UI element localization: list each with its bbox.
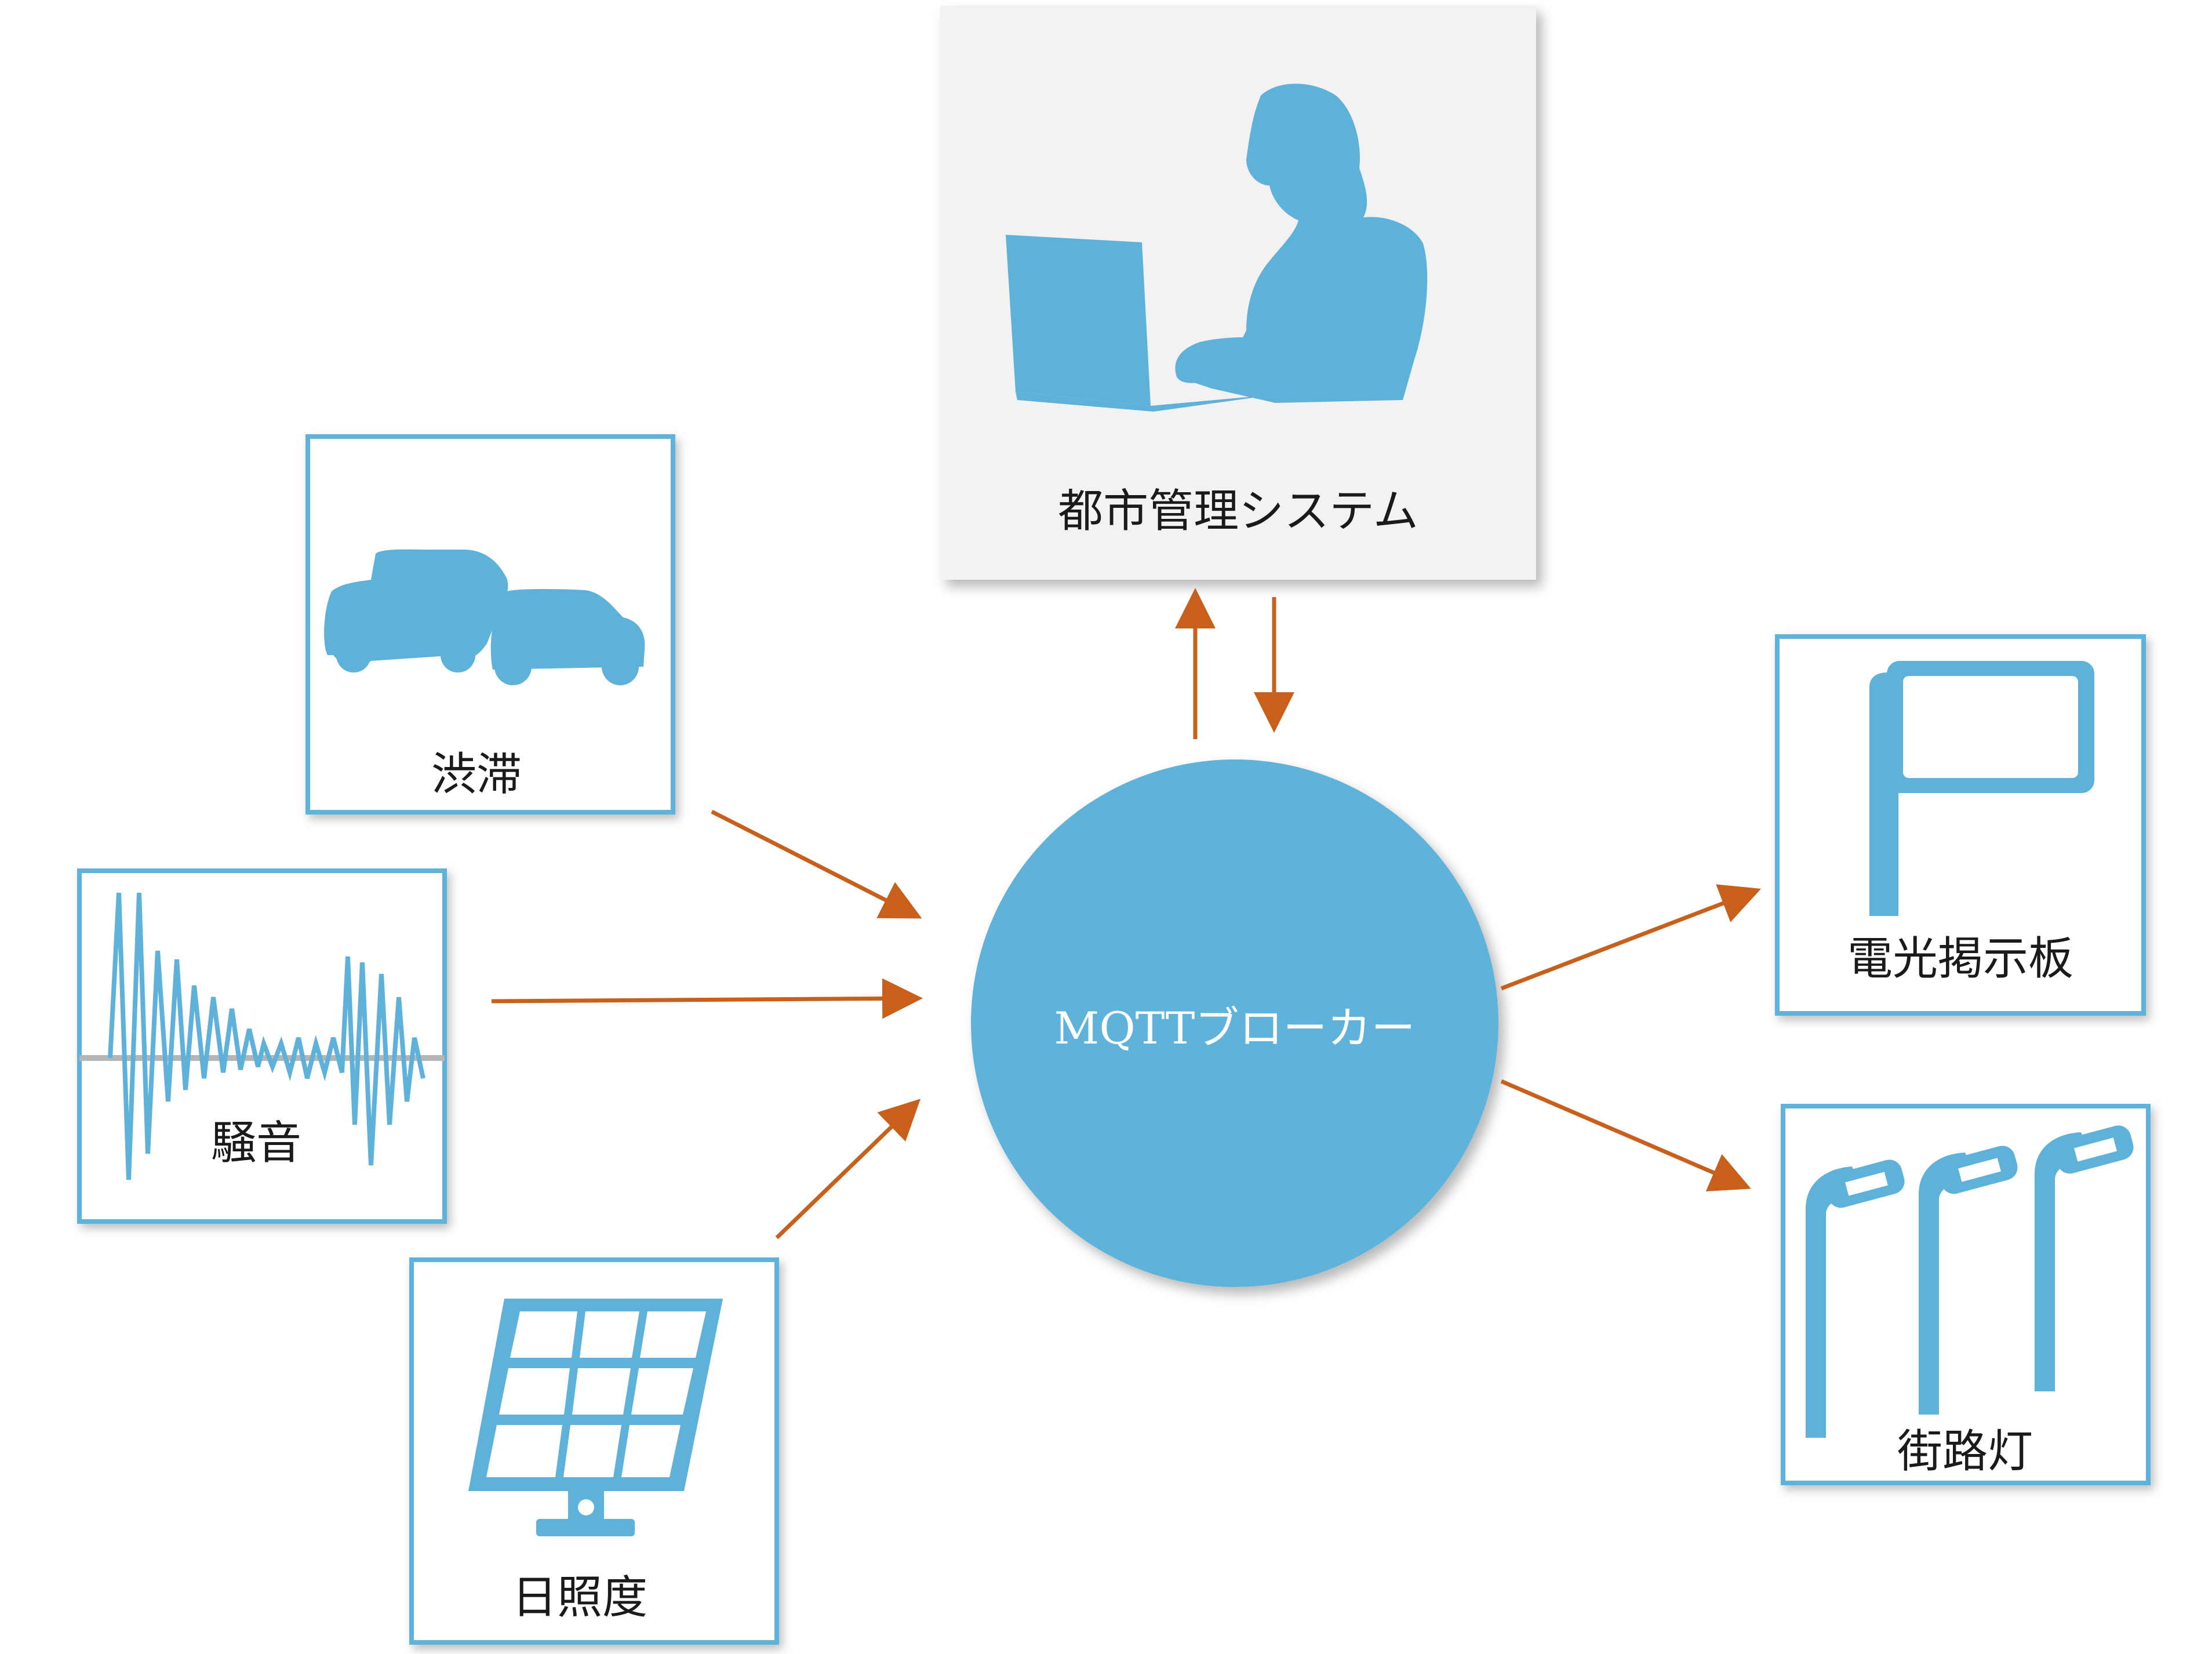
noise-label: 騒音	[211, 1117, 301, 1169]
arrow-broker-to-streetlight	[1500, 1079, 1751, 1191]
broker-node: MQTTブローカー	[971, 759, 1498, 1287]
street-lamp-icon	[1806, 1125, 2134, 1438]
signboard-icon	[1869, 661, 2094, 916]
cars-icon	[324, 549, 645, 685]
person-laptop-icon	[1006, 83, 1428, 412]
sound-wave-icon	[108, 892, 425, 1180]
arrow-sunlight-to-broker	[775, 1099, 921, 1239]
broker-label: MQTTブローカー	[1054, 1002, 1416, 1054]
streetlight-node: 街路灯	[1781, 1104, 2151, 1485]
sunlight-label: 日照度	[512, 1572, 647, 1624]
arrow-broker-to-signboard	[1500, 884, 1762, 991]
sunlight-node: 日照度	[409, 1257, 779, 1645]
congestion-label: 渋滞	[431, 748, 522, 801]
city-system-label: 都市管理システム	[1058, 485, 1418, 537]
solar-panel-icon	[468, 1299, 723, 1536]
signboard-node: 電光掲示板	[1775, 634, 2146, 1016]
broker-circle	[971, 759, 1498, 1287]
arrow-noise-to-broker	[491, 978, 923, 1019]
city-system-node: 都市管理システム	[940, 6, 1536, 580]
signboard-label: 電光掲示板	[1847, 933, 2073, 985]
streetlight-label: 街路灯	[1897, 1426, 2033, 1478]
congestion-node: 渋滞	[305, 434, 675, 815]
noise-node: 騒音	[77, 868, 447, 1224]
connectors	[491, 588, 1762, 1239]
arrow-congestion-to-broker	[711, 809, 922, 919]
